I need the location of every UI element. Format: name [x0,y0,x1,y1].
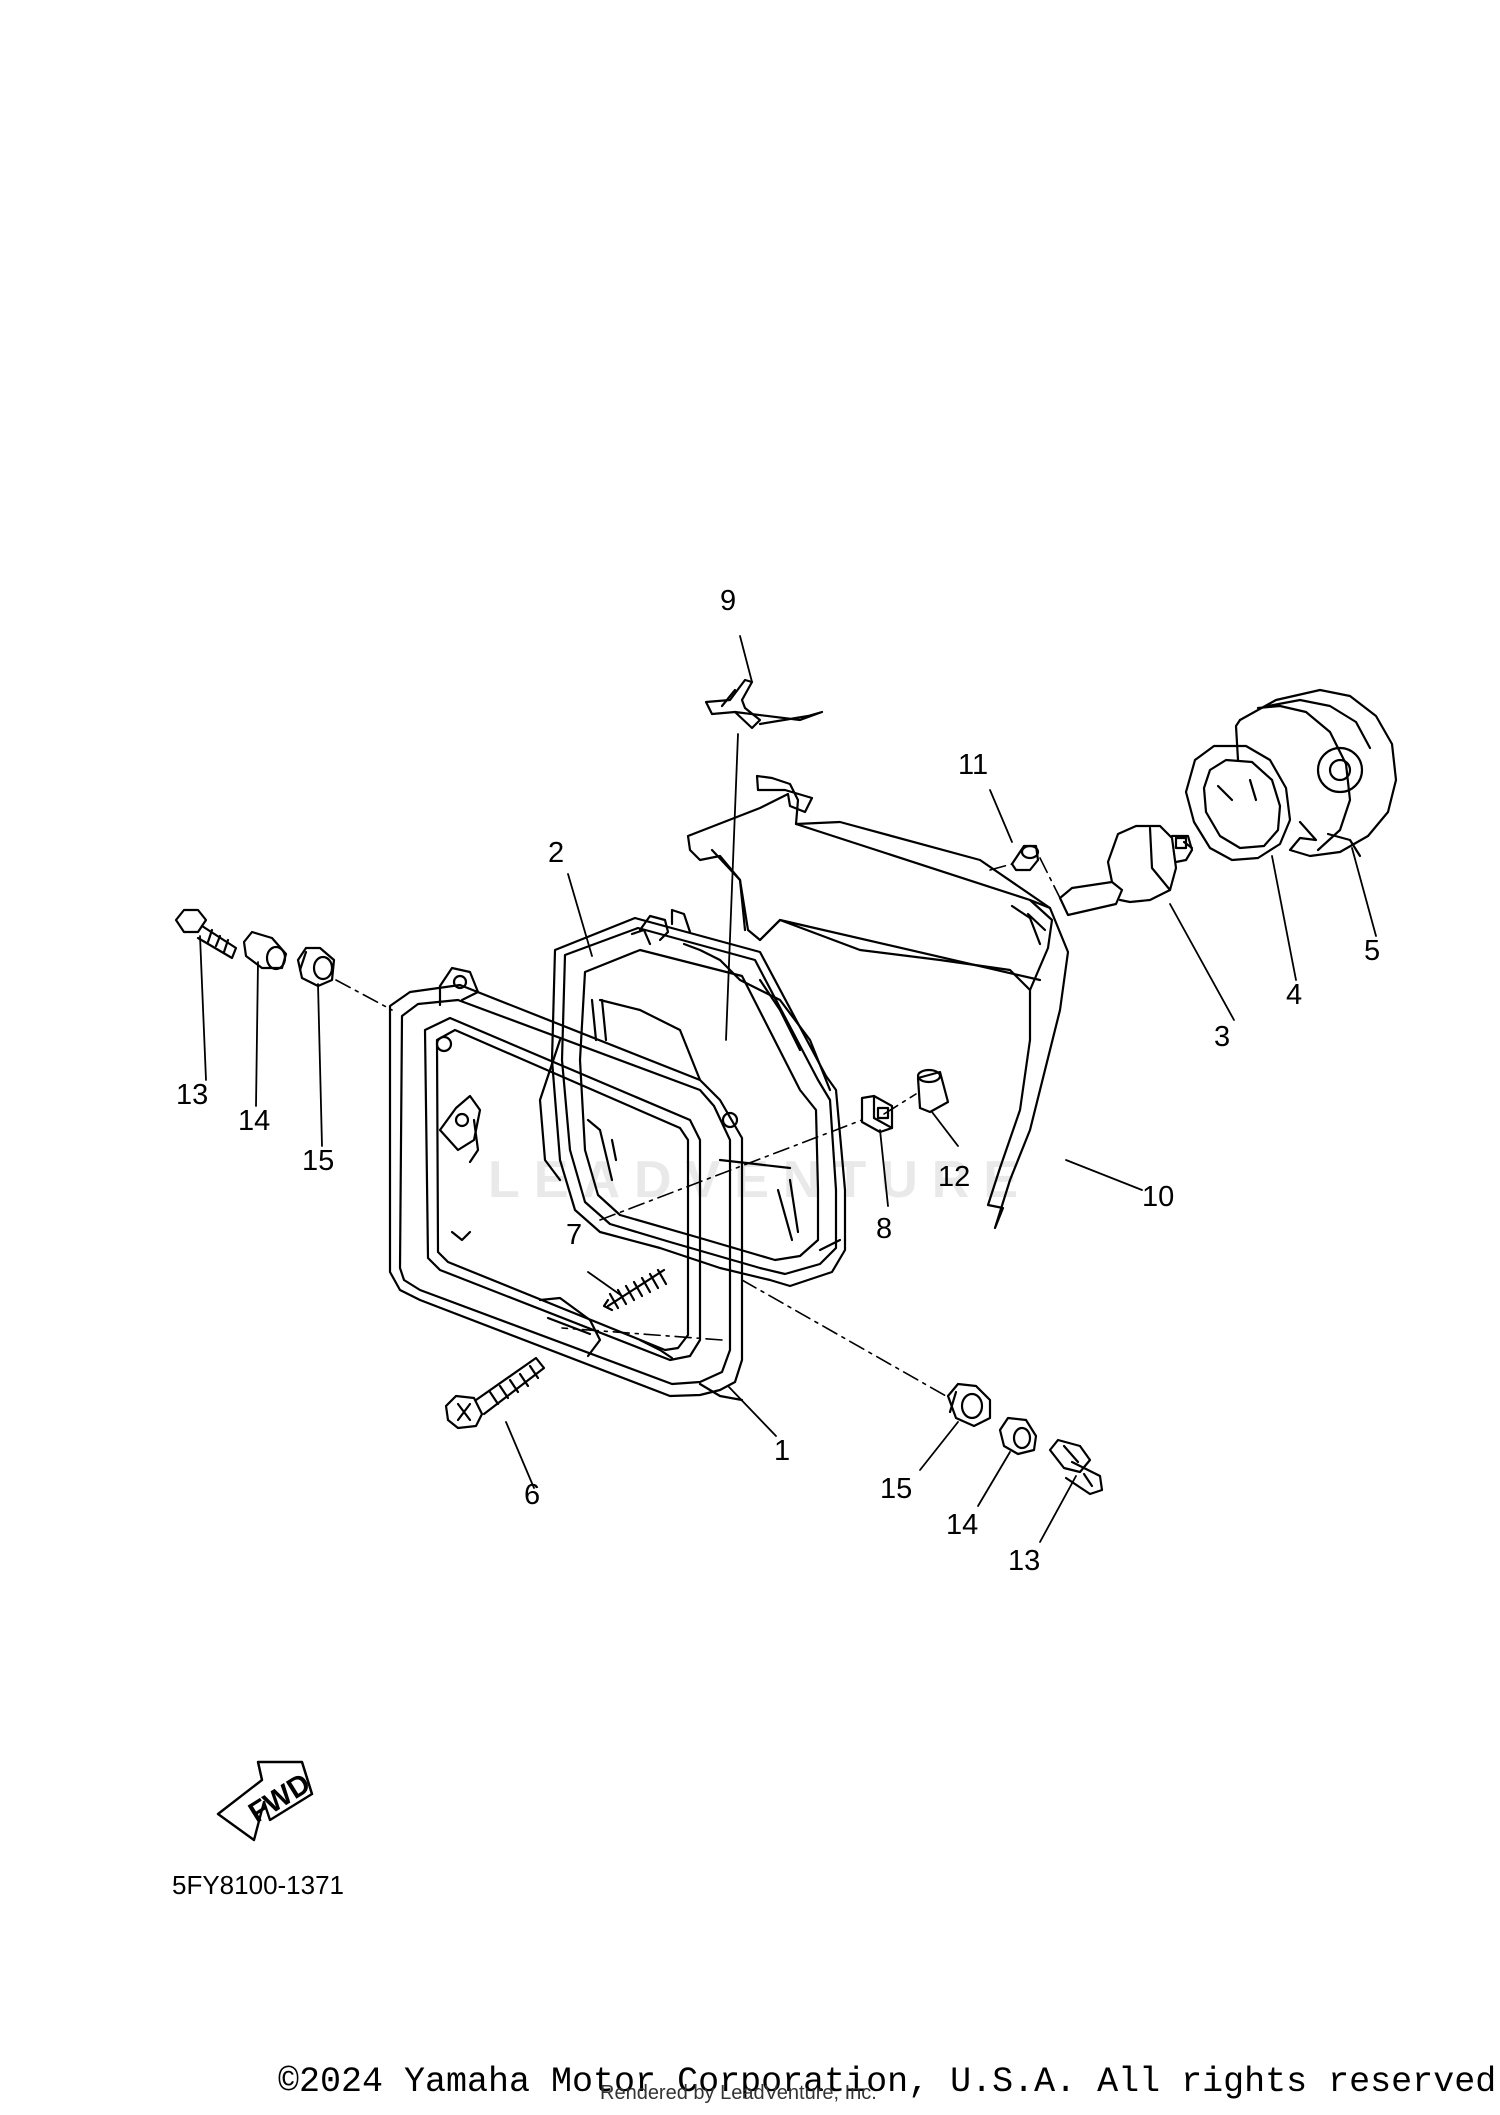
callout-3: 3 [1214,1021,1230,1053]
part-9-clip [704,678,824,730]
leadventure-watermark: LEADVENTURE [488,1151,1033,1209]
part-12-bushing [916,1068,950,1114]
part-13-bolt-right [1048,1438,1104,1496]
callout-14-left: 14 [238,1105,270,1137]
callout-4: 4 [1286,979,1302,1011]
callout-11: 11 [958,749,988,781]
part-14-collar-left [242,930,288,971]
callout-labels: 9 2 11 3 4 5 10 12 8 7 1 6 13 14 15 15 1… [176,585,1380,1577]
callout-10: 10 [1142,1181,1174,1213]
part-2-lens [538,908,847,1288]
part-10-housing [686,774,1070,1230]
callout-15-left: 15 [302,1145,334,1177]
callout-12: 12 [938,1161,970,1193]
leader-lines [199,635,1377,1543]
fwd-arrow: FWD [216,1760,316,1842]
part-4-ring [1184,744,1292,862]
part-1-rim [388,966,744,1402]
callout-9: 9 [720,585,736,617]
part-5-cover [1234,688,1398,858]
assembly-lines [335,857,1061,1397]
callout-15-right: 15 [880,1473,912,1505]
callout-13-right: 13 [1008,1545,1040,1577]
drawing-number: 5FY8100-1371 [172,1870,345,1900]
part-7-spring [602,1268,668,1312]
callout-1: 1 [774,1435,790,1467]
part-13-bolt-left [174,908,238,960]
part-15-grommet-left [296,946,336,988]
part-3-bulb [1058,824,1194,917]
fwd-arrow-label: FWD [243,1767,316,1829]
part-15-grommet-right [946,1382,992,1428]
callout-13-left: 13 [176,1079,208,1111]
callout-5: 5 [1364,935,1380,967]
callout-8: 8 [876,1213,892,1245]
callout-6: 6 [524,1479,540,1511]
rendered-by-credit: Rendered by LeadVenture, Inc. [600,2082,877,2104]
part-6-screw [444,1356,546,1430]
part-8-nut [860,1094,894,1134]
callout-14-right: 14 [946,1509,978,1541]
part-11-cap [1010,844,1040,872]
callout-2: 2 [548,837,564,869]
copyright-notice: ©2024 Yamaha Motor Corporation, U.S.A. A… [278,2062,1500,2102]
part-14-collar-right [998,1416,1038,1456]
callout-7: 7 [566,1219,582,1251]
